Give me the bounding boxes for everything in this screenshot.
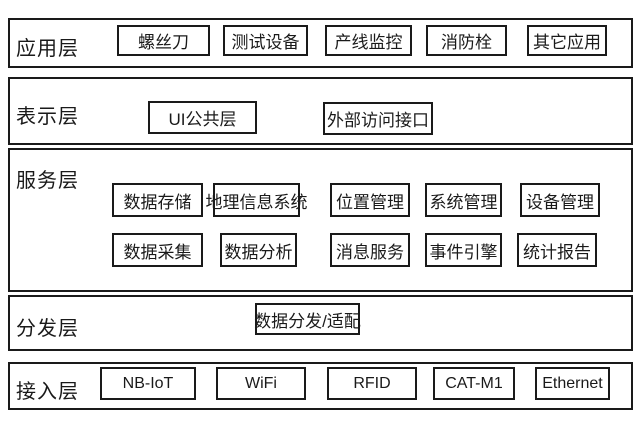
box-data-distribution-adaptation: 数据分发/适配 [254,303,361,335]
box-production-line-monitoring: 产线监控 [325,25,412,56]
access-layer-band: 接入层 NB-IoT WiFi RFID CAT-M1 Ethernet [8,362,633,410]
box-fire-hydrant: 消防栓 [426,25,507,56]
box-external-access-interface: 外部访问接口 [323,102,433,135]
box-data-storage: 数据存储 [112,183,203,217]
box-statistics-report: 统计报告 [517,233,597,267]
application-layer-label: 应用层 [16,38,79,60]
application-layer-band: 应用层 螺丝刀 测试设备 产线监控 消防栓 其它应用 [8,18,633,68]
box-ui-common-layer: UI公共层 [148,101,257,134]
box-system-management: 系统管理 [425,183,502,217]
box-screwdriver: 螺丝刀 [117,25,210,56]
box-data-analysis: 数据分析 [220,233,297,267]
distribution-layer-band: 分发层 数据分发/适配 [8,295,633,351]
box-rfid: RFID [327,367,417,400]
box-other-applications: 其它应用 [527,25,607,56]
box-location-management: 位置管理 [330,183,410,217]
box-device-management: 设备管理 [520,183,600,217]
presentation-layer-label: 表示层 [16,106,79,128]
box-geographic-information-system: 地理信息系统 [206,183,308,217]
box-message-service: 消息服务 [330,233,410,267]
service-layer-band: 服务层 数据存储 地理信息系统 位置管理 系统管理 设备管理 数据采集 数据分析… [8,148,633,292]
box-cat-m1: CAT-M1 [433,367,515,400]
presentation-layer-band: 表示层 UI公共层 外部访问接口 [8,77,633,145]
box-test-equipment: 测试设备 [223,25,308,56]
box-wifi: WiFi [216,367,306,400]
distribution-layer-label: 分发层 [16,318,79,340]
box-event-engine: 事件引擎 [425,233,502,267]
service-layer-label: 服务层 [16,170,79,192]
access-layer-label: 接入层 [16,381,79,403]
box-ethernet: Ethernet [535,367,610,400]
box-nb-iot: NB-IoT [100,367,196,400]
box-data-collection: 数据采集 [112,233,203,267]
